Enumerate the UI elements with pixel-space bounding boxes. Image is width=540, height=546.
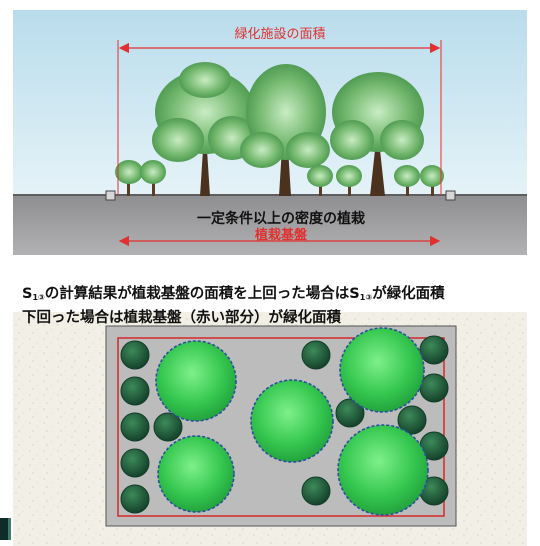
small-tree [336, 165, 362, 196]
small-tree [307, 165, 333, 196]
small-tree [420, 165, 444, 196]
plan-shrubs [120, 335, 449, 514]
corner-mark [0, 518, 11, 540]
explanation-text: S1③の計算結果が植栽基盤の面積を上回った場合はS1③が緑化面積 下回った場合は… [22, 284, 532, 328]
large-tree [330, 72, 424, 196]
small-tree [394, 165, 420, 196]
large-tree [240, 64, 330, 196]
small-tree [140, 160, 166, 196]
elevation-trees [115, 62, 444, 196]
curb-left [105, 190, 116, 201]
plan-canopies [155, 327, 429, 516]
dense-planting-label: 一定条件以上の密度の植栽 [197, 210, 365, 227]
caption-line-1: S1③の計算結果が植栽基盤の面積を上回った場合はS1③が緑化面積 [22, 286, 445, 302]
caption-line-2: 下回った場合は植栽基盤（赤い部分）が緑化面積 [22, 310, 341, 326]
greening-area-label: 緑化施設の面積 [234, 26, 325, 42]
plan-red-boundary [117, 337, 445, 517]
small-tree [115, 160, 143, 196]
planting-base-label: 植栽基盤 [254, 227, 308, 243]
curb-right [445, 190, 456, 201]
